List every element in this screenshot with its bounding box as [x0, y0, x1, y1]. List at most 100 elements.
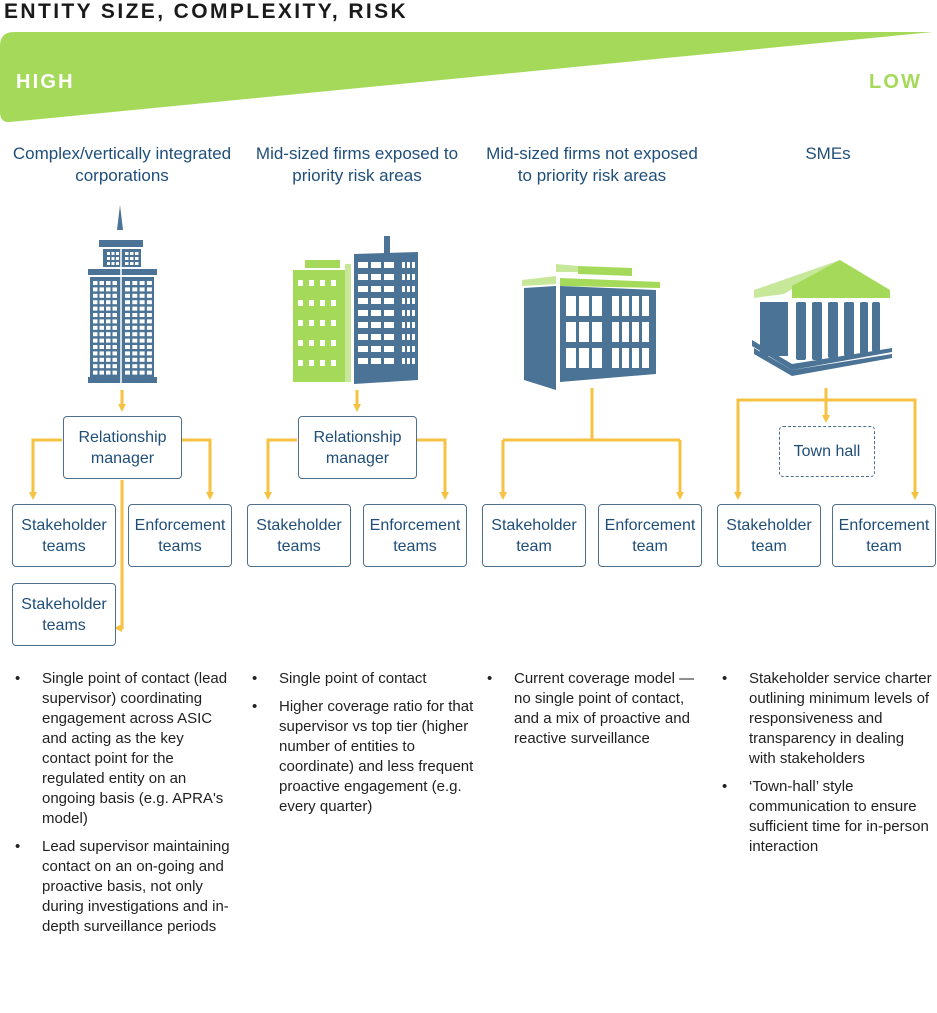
window — [622, 296, 629, 316]
window — [125, 325, 130, 330]
window — [99, 338, 104, 343]
window — [99, 287, 104, 292]
window — [146, 351, 152, 356]
window — [107, 252, 110, 255]
window — [132, 325, 138, 330]
window — [407, 322, 410, 328]
window — [106, 351, 111, 356]
window — [139, 338, 145, 343]
window — [331, 360, 336, 366]
window — [309, 360, 314, 366]
window — [112, 281, 117, 285]
bullet-list-complex: Single point of contact (lead supervisor… — [15, 669, 230, 945]
window — [93, 287, 98, 292]
window — [93, 364, 98, 369]
window — [371, 322, 381, 328]
window — [146, 293, 152, 298]
window — [412, 334, 415, 340]
window — [93, 338, 98, 343]
window — [106, 332, 111, 337]
window — [93, 319, 98, 324]
window — [358, 310, 368, 316]
classical-building-icon — [752, 260, 892, 376]
window — [146, 287, 152, 292]
window — [111, 257, 115, 260]
window — [116, 257, 119, 260]
window — [412, 346, 415, 352]
window — [106, 287, 111, 292]
window — [407, 346, 410, 352]
window — [139, 351, 145, 356]
window — [99, 319, 104, 324]
window — [298, 360, 303, 366]
window — [132, 357, 138, 362]
window — [99, 370, 104, 375]
window — [402, 298, 405, 304]
window — [371, 358, 381, 364]
window — [146, 357, 152, 362]
window — [139, 293, 145, 298]
window — [146, 281, 152, 285]
window — [632, 296, 639, 316]
window — [135, 262, 139, 265]
window — [384, 322, 394, 328]
window — [106, 281, 111, 285]
window — [139, 281, 145, 285]
column-title-mid-priority: Mid-sized firms exposed to priority risk… — [255, 144, 459, 185]
window — [112, 313, 117, 317]
window — [632, 348, 639, 368]
window — [384, 358, 394, 364]
window — [106, 338, 111, 343]
window — [106, 300, 111, 305]
window — [106, 325, 111, 330]
window — [93, 351, 98, 356]
bullet-item: Stakeholder service charter outlining mi… — [722, 669, 934, 769]
window — [93, 357, 98, 362]
window — [632, 322, 639, 342]
window — [132, 338, 138, 343]
relationship-manager-box: Relationship manager — [63, 416, 182, 479]
window — [146, 345, 152, 349]
window — [125, 364, 130, 369]
window — [402, 310, 405, 316]
window — [139, 364, 145, 369]
window — [125, 262, 129, 265]
window — [579, 322, 589, 342]
window — [106, 364, 111, 369]
window — [146, 364, 152, 369]
window — [132, 351, 138, 356]
window — [298, 320, 303, 326]
window — [371, 274, 381, 280]
window — [132, 281, 138, 285]
window — [139, 319, 145, 324]
window — [132, 287, 138, 292]
window — [407, 274, 410, 280]
window — [298, 280, 303, 286]
window — [612, 296, 619, 316]
window — [132, 313, 138, 317]
page-title: ENTITY SIZE, COMPLEXITY, RISK — [4, 0, 409, 23]
window — [139, 300, 145, 305]
stakeholder-teams-box: Stakeholder teams — [247, 504, 351, 567]
window — [309, 280, 314, 286]
window — [309, 340, 314, 346]
window — [384, 274, 394, 280]
window — [412, 310, 415, 316]
window — [125, 306, 130, 311]
window — [93, 345, 98, 349]
window — [93, 325, 98, 330]
window — [93, 300, 98, 305]
window — [112, 351, 117, 356]
column-title-smes: SMEs — [805, 144, 851, 163]
window — [146, 370, 152, 375]
enforcement-team-box: Enforcement team — [832, 504, 936, 567]
window — [622, 322, 629, 342]
window — [566, 322, 576, 342]
window — [146, 319, 152, 324]
window — [298, 340, 303, 346]
window — [132, 306, 138, 311]
window — [407, 298, 410, 304]
enforcement-team-box: Enforcement team — [598, 504, 702, 567]
window — [412, 274, 415, 280]
window — [93, 281, 98, 285]
